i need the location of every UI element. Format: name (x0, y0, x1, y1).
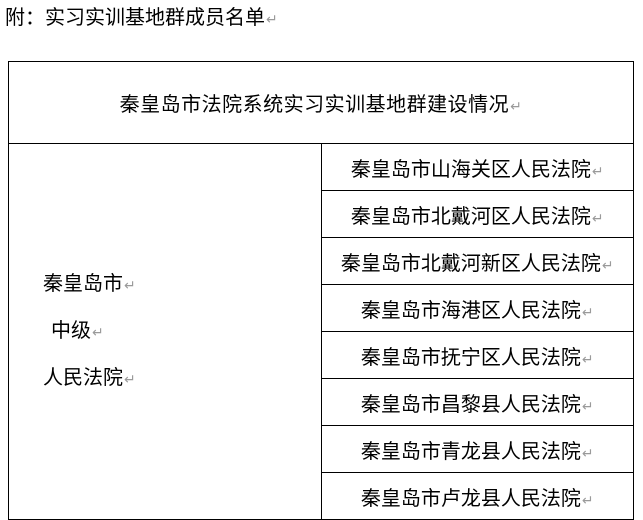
paragraph-mark-icon: ↵ (591, 163, 604, 180)
table-row: 秦皇岛市青龙县人民法院↵ (9, 425, 634, 473)
paragraph-mark-icon: ↵ (581, 492, 594, 509)
court-name: 秦皇岛市北戴河区人民法院 (350, 203, 591, 228)
group-court-name: 秦皇岛市↵ 中级↵ 人民法院↵ (9, 261, 321, 402)
table-row: 秦皇岛市抚宁区人民法院↵ (9, 331, 634, 379)
table-row: 秦皇岛市昌黎县人民法院↵ (9, 378, 634, 426)
court-name: 秦皇岛市昌黎县人民法院 (360, 391, 581, 416)
paragraph-mark-icon: ↵ (510, 99, 523, 115)
court-cell: 秦皇岛市昌黎县人民法院↵ (320, 378, 634, 426)
paragraph-mark-icon: ↵ (581, 398, 594, 415)
paragraph-mark-icon: ↵ (266, 12, 278, 28)
court-name: 秦皇岛市卢龙县人民法院 (360, 485, 581, 510)
court-name: 秦皇岛市抚宁区人民法院 (360, 344, 581, 369)
table-title-cell: 秦皇岛市法院系统实习实训基地群建设情况↵ (8, 61, 634, 144)
group-line: 中级↵ (51, 318, 104, 342)
court-name: 秦皇岛市北戴河新区人民法院 (340, 250, 601, 275)
table-row: 秦皇岛市北戴河新区人民法院↵ (9, 237, 634, 285)
table-title-row: 秦皇岛市法院系统实习实训基地群建设情况↵ (8, 61, 634, 144)
court-cell: 秦皇岛市海港区人民法院↵ (320, 284, 634, 332)
group-line: 秦皇岛市↵ (43, 271, 136, 295)
group-court-cell: 秦皇岛市↵ 中级↵ 人民法院↵ (8, 143, 322, 520)
table-row: 秦皇岛市↵ 中级↵ 人民法院↵ 秦皇岛市山海关区人民法院↵ (8, 143, 634, 520)
court-cell: 秦皇岛市北戴河区人民法院↵ (320, 190, 634, 238)
paragraph-mark-icon: ↵ (601, 257, 614, 274)
table-row: 秦皇岛市海港区人民法院↵ (9, 284, 634, 332)
court-cell: 秦皇岛市抚宁区人民法院↵ (320, 331, 634, 379)
page-heading: 附：实习实训基地群成员名单↵ (5, 4, 278, 33)
paragraph-mark-icon: ↵ (581, 351, 594, 368)
paragraph-mark-icon: ↵ (124, 278, 136, 294)
court-name: 秦皇岛市青龙县人民法院 (360, 438, 581, 463)
paragraph-mark-icon: ↵ (92, 325, 104, 341)
court-cell: 秦皇岛市青龙县人民法院↵ (320, 425, 634, 473)
court-name: 秦皇岛市山海关区人民法院 (350, 156, 591, 181)
page-heading-text: 附：实习实训基地群成员名单 (5, 5, 265, 29)
court-cell: 秦皇岛市北戴河新区人民法院↵ (320, 237, 634, 285)
group-line: 人民法院↵ (43, 365, 136, 389)
paragraph-mark-icon: ↵ (591, 210, 604, 227)
paragraph-mark-icon: ↵ (581, 445, 594, 462)
court-cell: 秦皇岛市山海关区人民法院↵ (320, 143, 634, 191)
court-cell: 秦皇岛市卢龙县人民法院↵ (320, 472, 634, 520)
member-table: 秦皇岛市法院系统实习实训基地群建设情况↵ 秦皇岛市↵ 中级↵ 人民法院↵ 秦皇岛… (8, 61, 634, 520)
table-title: 秦皇岛市法院系统实习实训基地群建设情况 (119, 92, 510, 116)
paragraph-mark-icon: ↵ (581, 304, 594, 321)
court-name: 秦皇岛市海港区人民法院 (360, 297, 581, 322)
table-row: 秦皇岛市北戴河区人民法院↵ (9, 190, 634, 238)
paragraph-mark-icon: ↵ (124, 372, 136, 388)
